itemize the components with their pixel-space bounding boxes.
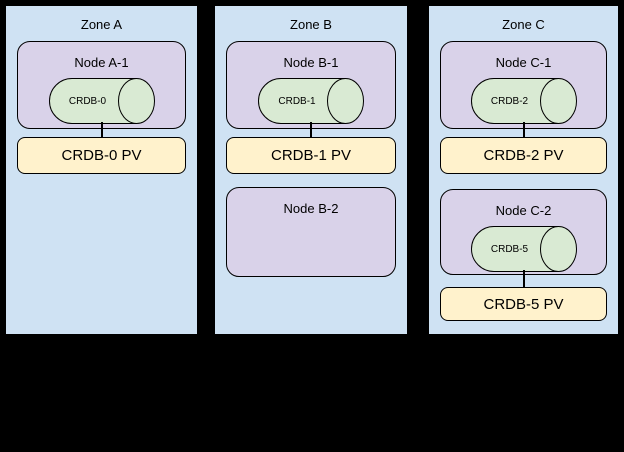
crdb-5-database-cylinder-icon: CRDB-5: [470, 226, 577, 272]
node-a1: Node A-1 CRDB-0: [17, 41, 186, 129]
crdb-0-label: CRDB-0: [68, 95, 107, 107]
crdb-2-database-cylinder-icon: CRDB-2: [470, 78, 577, 124]
zone-c: Zone C Node C-1 CRDB-2 CRDB-2 PV Node C-…: [427, 4, 620, 336]
pv-crdb-0: CRDB-0 PV: [17, 137, 186, 174]
connector-crdb-1-to-pv: [310, 122, 312, 138]
pv-crdb-1: CRDB-1 PV: [226, 137, 396, 174]
crdb-1-pv-label: CRDB-1 PV: [270, 147, 352, 164]
node-c2-label: Node C-2: [495, 203, 552, 218]
crdb-5-label: CRDB-5: [490, 243, 529, 255]
pv-crdb-2: CRDB-2 PV: [440, 137, 607, 174]
crdb-1-database-cylinder-icon: CRDB-1: [258, 78, 364, 124]
crdb-0-pv-label: CRDB-0 PV: [61, 147, 142, 164]
connector-crdb-2-to-pv: [522, 122, 525, 138]
crdb-2-label: CRDB-2: [490, 95, 529, 107]
node-b2: Node B-2: [226, 187, 396, 277]
node-b1: Node B-1 CRDB-1: [226, 41, 396, 129]
connector-crdb-0-to-pv: [100, 122, 103, 138]
crdb-0-database-cylinder-icon: CRDB-0: [48, 78, 155, 124]
zone-b-label: Zone B: [290, 17, 332, 32]
crdb-2-pv-label: CRDB-2 PV: [483, 147, 564, 164]
crdb-1-label: CRDB-1: [278, 95, 316, 107]
node-c1-label: Node C-1: [495, 55, 552, 70]
zone-a-label: Zone A: [80, 17, 123, 32]
node-c1: Node C-1 CRDB-2: [440, 41, 607, 129]
node-a1-label: Node A-1: [74, 55, 129, 70]
node-c2: Node C-2 CRDB-5: [440, 189, 607, 275]
zone-c-label: Zone C: [502, 17, 545, 32]
node-b1-label: Node B-1: [283, 55, 339, 70]
connector-crdb-5-to-pv: [522, 270, 525, 288]
zone-b: Zone B Node B-1 CRDB-1 CRDB-1 PV Node B-…: [213, 4, 409, 336]
zone-a: Zone A Node A-1 CRDB-0 CRDB-0 PV: [4, 4, 199, 336]
node-b2-label: Node B-2: [283, 201, 339, 216]
pv-crdb-5: CRDB-5 PV: [440, 287, 607, 321]
crdb-5-pv-label: CRDB-5 PV: [483, 295, 564, 313]
